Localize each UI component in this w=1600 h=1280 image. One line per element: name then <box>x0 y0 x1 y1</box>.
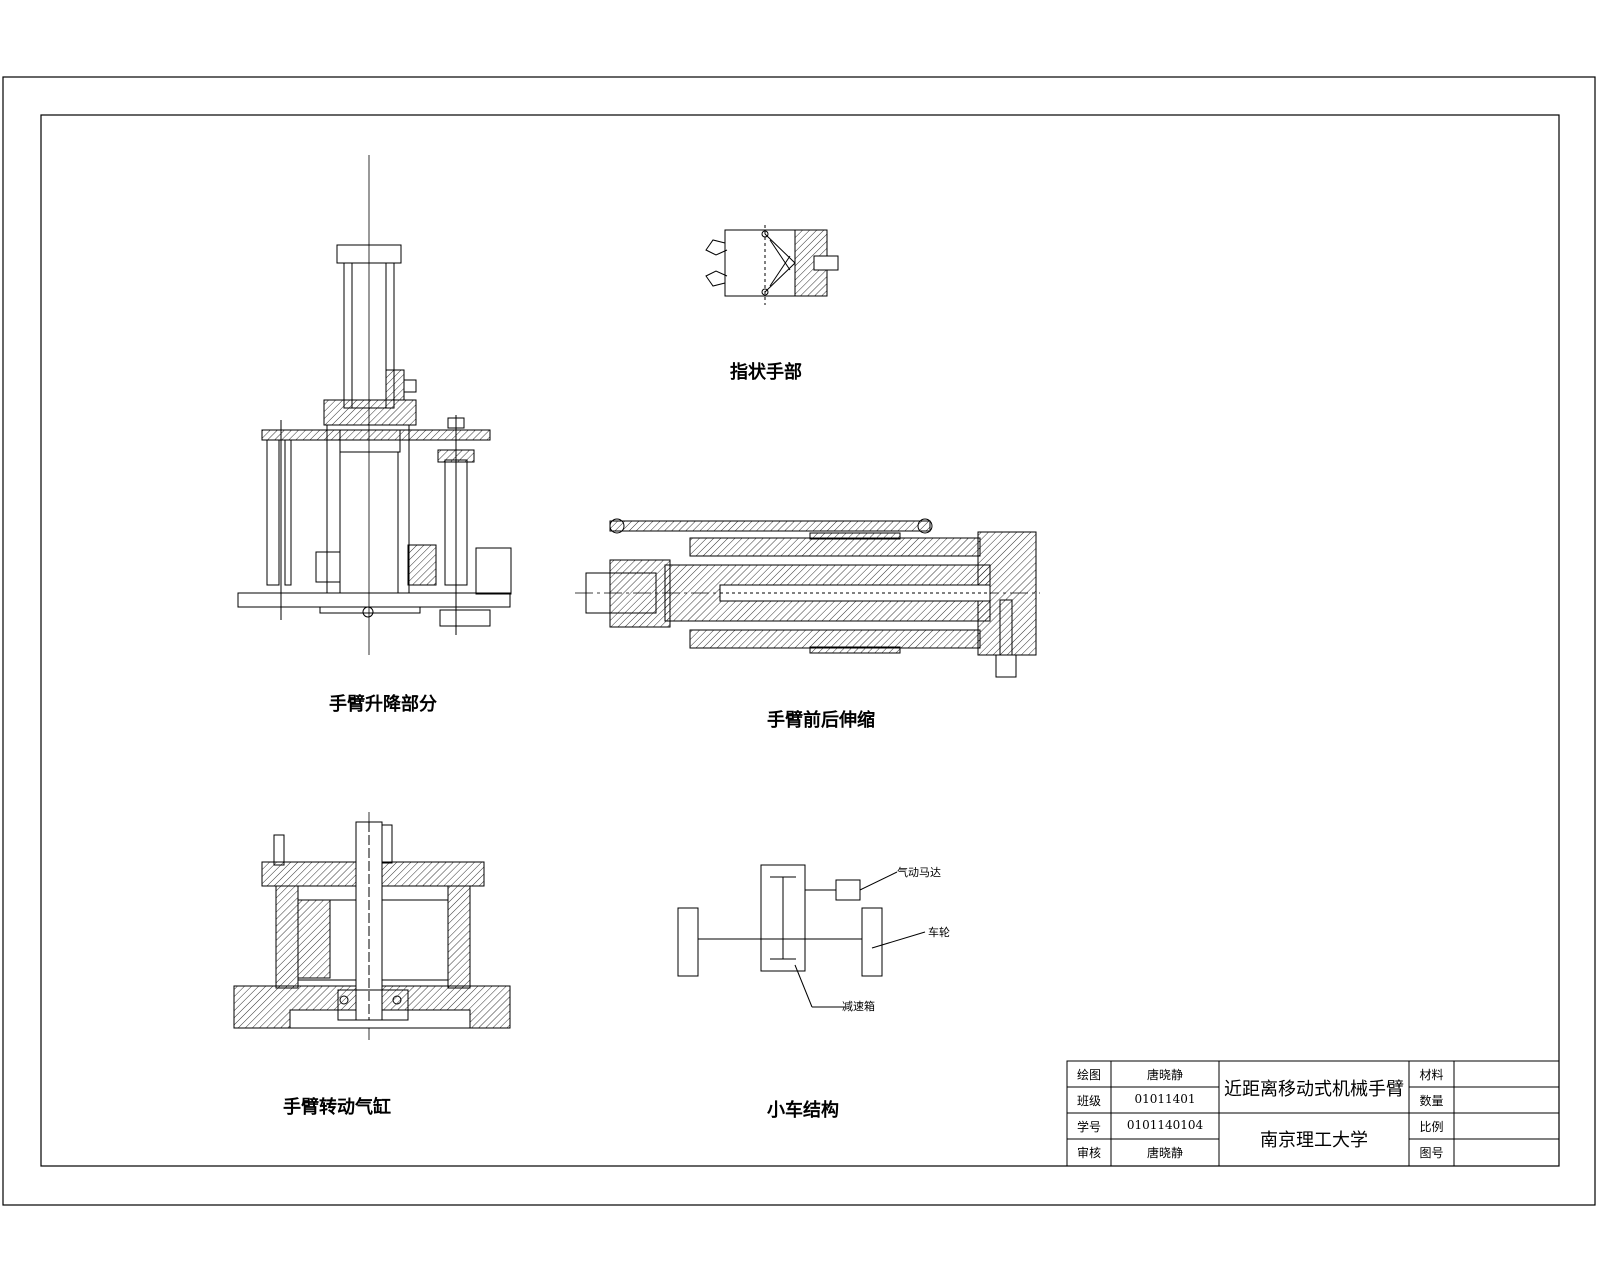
arm-lift-view <box>237 155 512 655</box>
arm-extend-view <box>575 518 1040 678</box>
tb-drawn-value: 唐晓静 <box>1146 1068 1183 1082</box>
title-block <box>1066 1060 1560 1167</box>
tb-class-value: 01011401 <box>1134 1092 1196 1106</box>
tb-school: 南京理工大学 <box>1260 1130 1368 1151</box>
tb-student-id-value: 0101140104 <box>1126 1118 1204 1132</box>
label-arm-extend: 手臂前后伸缩 <box>767 710 875 731</box>
label-finger-hand: 指状手部 <box>730 362 802 383</box>
callout-gearbox: 减速箱 <box>842 1000 875 1013</box>
tb-student-id-label: 学号 <box>1076 1120 1101 1134</box>
label-arm-lift: 手臂升降部分 <box>329 694 437 715</box>
callout-wheel: 车轮 <box>928 926 950 939</box>
tb-drawing-no-label: 图号 <box>1419 1146 1444 1160</box>
air-motor <box>835 879 861 901</box>
gearbox <box>760 864 806 972</box>
tb-drawn-label: 绘图 <box>1076 1068 1101 1082</box>
tb-quantity-label: 数量 <box>1419 1094 1444 1108</box>
left-wheel <box>677 907 699 977</box>
label-arm-rotate: 手臂转动气缸 <box>283 1097 391 1118</box>
cart-view <box>677 864 926 1008</box>
tb-scale-label: 比例 <box>1419 1120 1444 1134</box>
tb-material-label: 材料 <box>1419 1068 1444 1082</box>
arm-rotate-view <box>233 812 511 1040</box>
inner-border <box>40 114 1560 1167</box>
tb-review-label: 审核 <box>1076 1146 1101 1160</box>
tb-drawing-title: 近距离移动式机械手臂 <box>1224 1079 1404 1100</box>
tb-review-value: 唐晓静 <box>1146 1146 1183 1160</box>
right-wheel <box>861 907 883 977</box>
callout-air-motor: 气动马达 <box>897 866 941 879</box>
label-cart: 小车结构 <box>767 1100 839 1121</box>
finger-hand-view <box>705 225 839 305</box>
tb-class-label: 班级 <box>1076 1094 1101 1108</box>
outer-border <box>2 76 1596 1206</box>
